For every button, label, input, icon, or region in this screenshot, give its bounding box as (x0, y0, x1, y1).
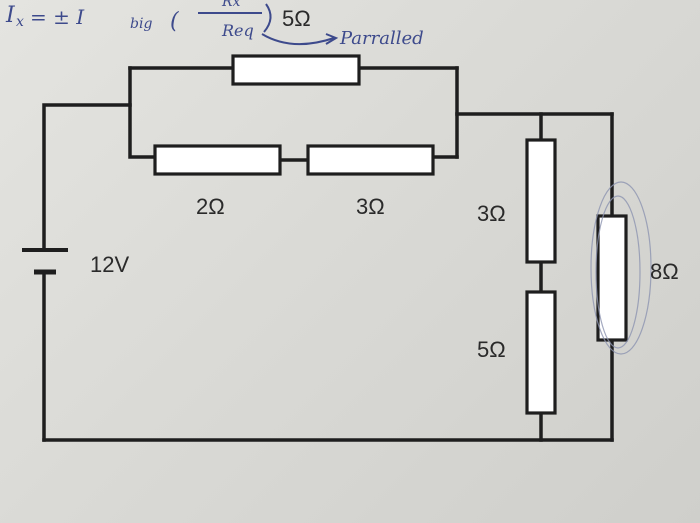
formula-subscript-x: x (16, 14, 24, 30)
handwritten-arrow-head (325, 33, 339, 45)
circuit-wires (42, 66, 614, 442)
formula-close-paren (263, 3, 272, 33)
battery-voltage-label: 12V (90, 252, 129, 277)
label-right-5ohm: 5Ω (477, 337, 506, 362)
label-right-3ohm: 3Ω (477, 201, 506, 226)
resistor-8ohm (596, 214, 628, 342)
label-2ohm: 2Ω (196, 194, 225, 219)
formula-equals-total: = ± I (30, 5, 85, 29)
handwritten-arrow (261, 33, 335, 46)
handwritten-5ohm-label: 5Ω (282, 6, 311, 31)
formula-current-symbol: I (5, 3, 16, 28)
battery-symbol (22, 248, 68, 275)
resistor-top-5ohm (231, 54, 361, 86)
fraction-numerator: Rx (221, 0, 241, 10)
pencil-loop-outer (590, 181, 652, 355)
pencil-loop-inner (595, 195, 641, 349)
resistor-right-3ohm (525, 138, 557, 264)
formula-open-paren: ( (170, 9, 179, 34)
fraction-denominator: Req (221, 21, 254, 40)
label-8ohm: 8Ω (650, 259, 679, 284)
resistor-2ohm (153, 144, 282, 176)
handwritten-parallel-note: Parralled (339, 28, 424, 49)
resistor-right-5ohm (525, 290, 557, 415)
label-3ohm: 3Ω (356, 194, 385, 219)
handwritten-formula: I x = ± I big ( Rx Req (5, 0, 272, 40)
resistor-3ohm (306, 144, 435, 176)
formula-subscript-big: big (130, 16, 152, 32)
